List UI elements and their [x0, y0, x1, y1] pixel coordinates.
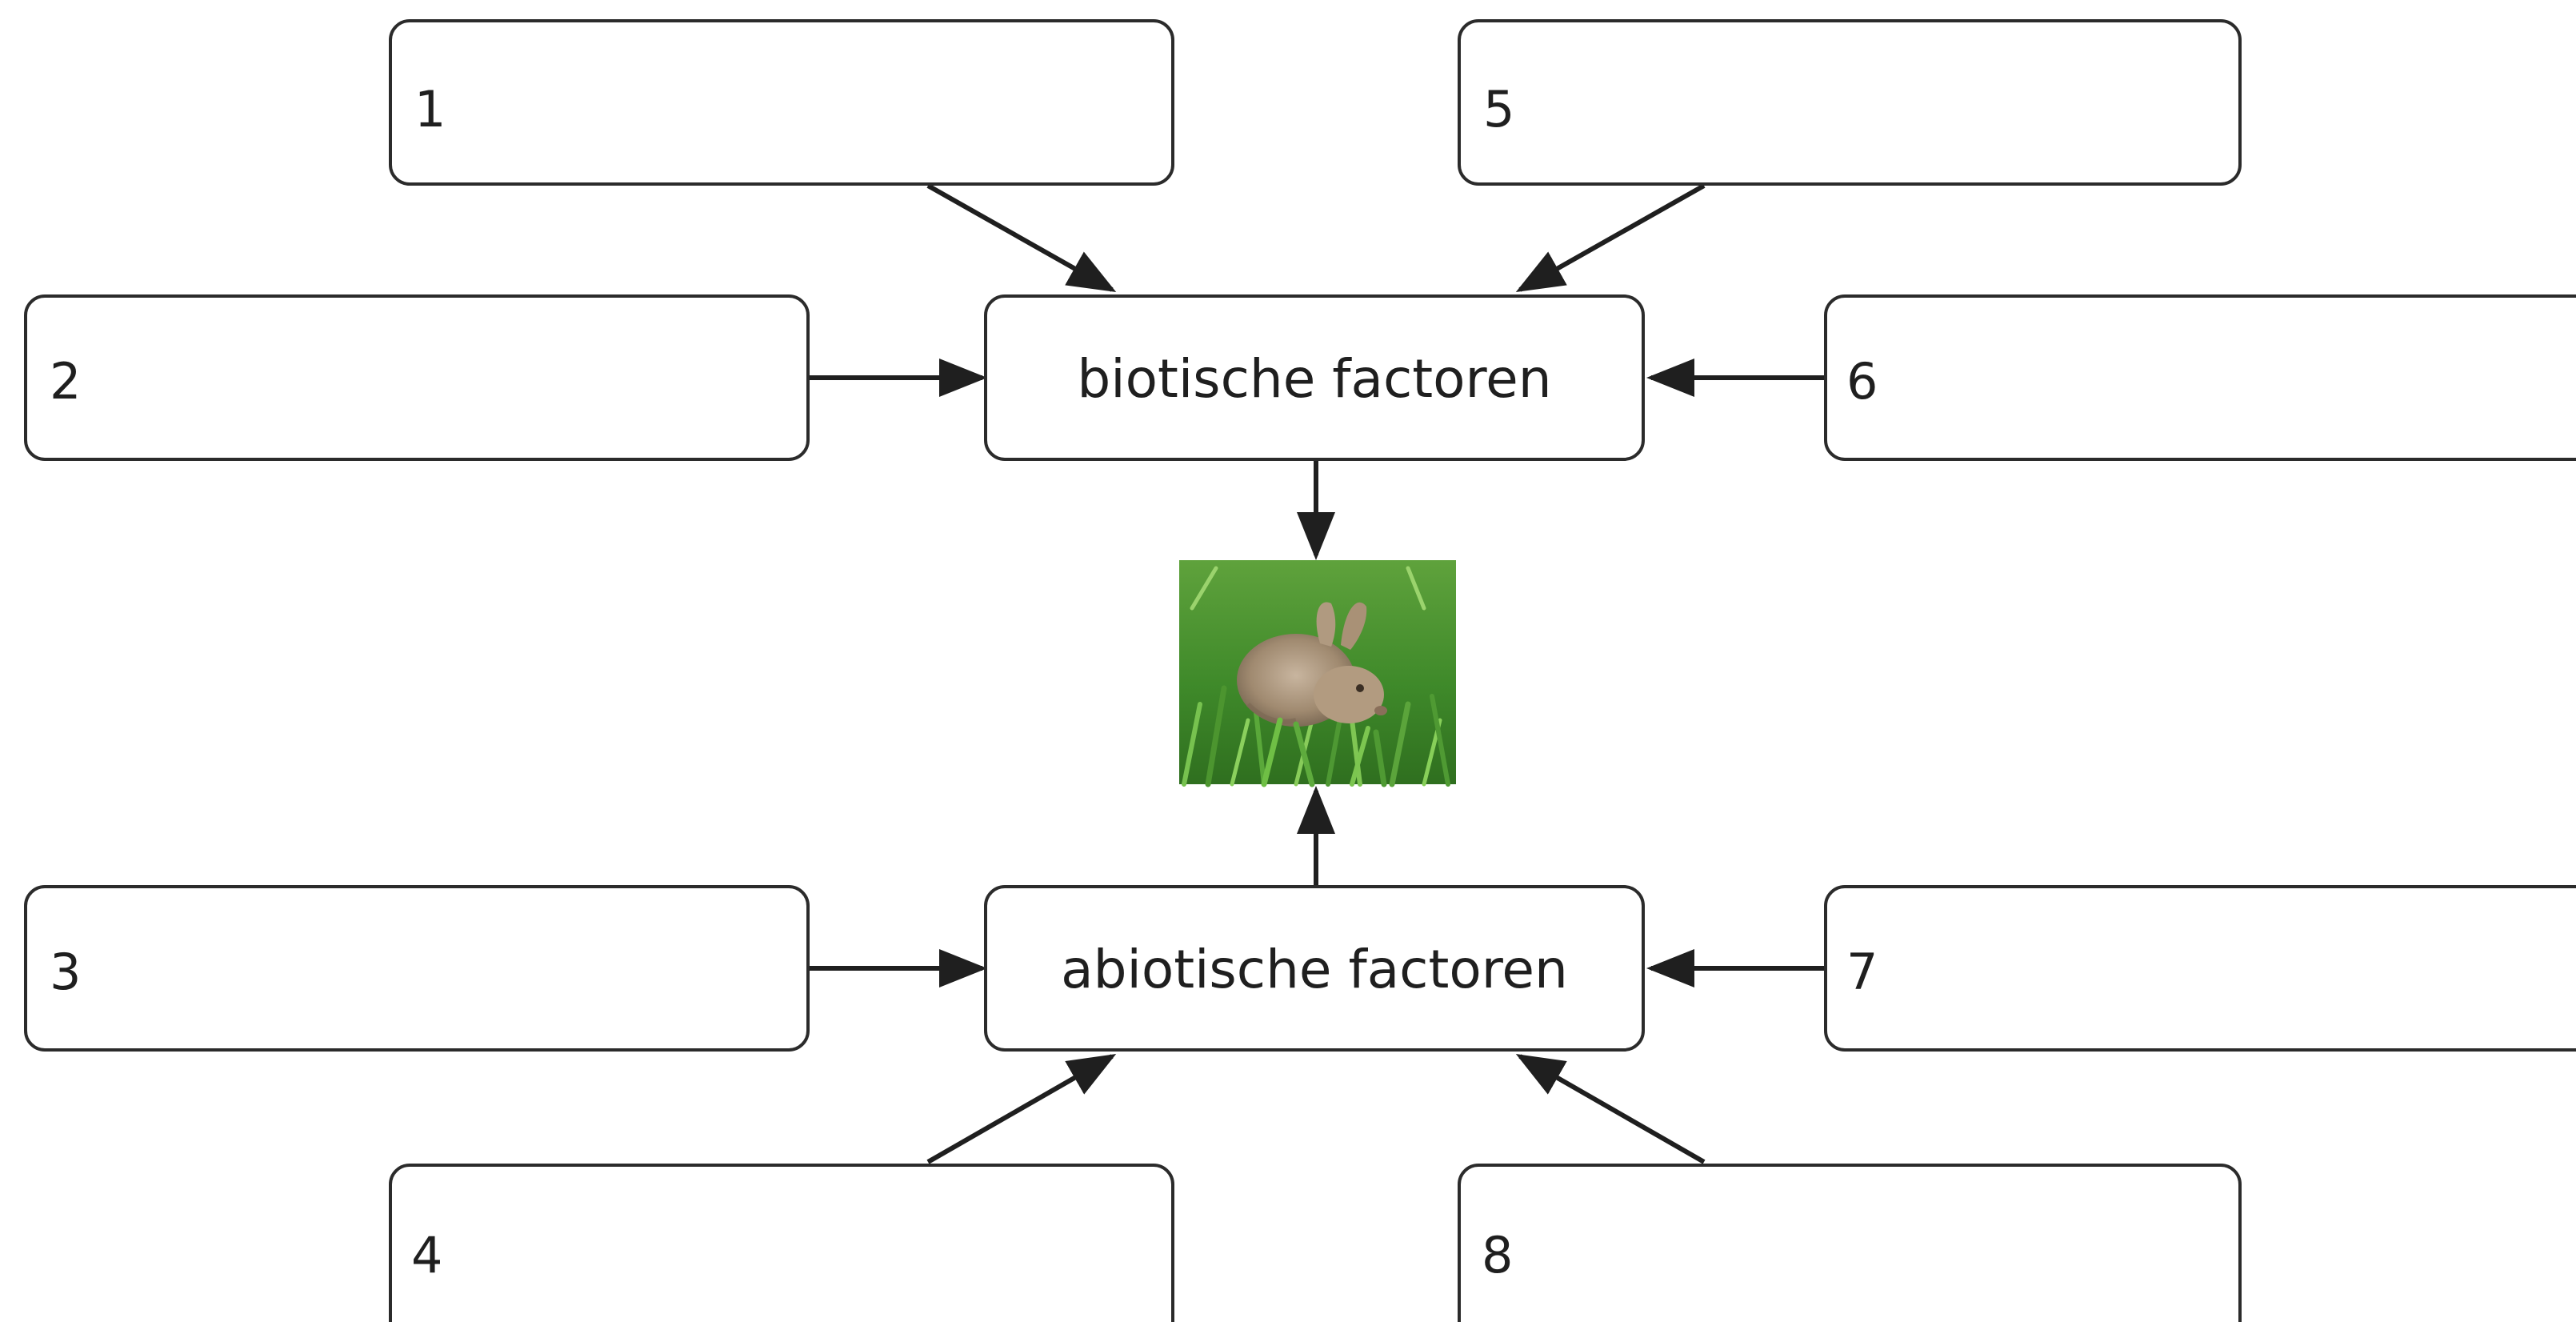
factor-box-8: 8	[1458, 1164, 2242, 1322]
grass-blades	[1182, 566, 1450, 787]
biotic-factors-label: biotische factoren	[1077, 348, 1551, 410]
factor-box-5-label: 5	[1483, 80, 1514, 138]
factor-box-8-label: 8	[1482, 1226, 1513, 1284]
arrow-5-to-biotic	[1515, 183, 1706, 292]
factor-box-6: 6	[1824, 294, 2576, 461]
factor-box-3: 3	[24, 885, 810, 1052]
factor-box-6-label: 6	[1846, 352, 1878, 411]
abiotic-factors-box: abiotische factoren	[984, 885, 1645, 1052]
factor-box-5: 5	[1458, 19, 2242, 186]
rabbit-icon	[1237, 602, 1387, 727]
factor-box-2: 2	[24, 294, 810, 461]
factor-box-7: 7	[1824, 885, 2576, 1052]
arrow-4-to-abiotic	[926, 1054, 1117, 1164]
abiotic-factors-label: abiotische factoren	[1061, 939, 1568, 1000]
factor-box-2-label: 2	[50, 352, 81, 411]
arrows	[808, 183, 1826, 1164]
biotic-factors-box: biotische factoren	[984, 294, 1645, 461]
factor-box-1-label: 1	[414, 80, 446, 138]
arrow-8-to-abiotic	[1515, 1054, 1706, 1164]
factor-box-1: 1	[389, 19, 1174, 186]
arrow-1-to-biotic	[926, 183, 1117, 292]
factor-box-4-label: 4	[411, 1226, 442, 1284]
factor-box-4: 4	[389, 1164, 1174, 1322]
rabbit-photo	[1179, 560, 1456, 787]
grass-foreground	[1261, 717, 1387, 787]
factor-box-3-label: 3	[50, 943, 81, 1001]
factor-box-7-label: 7	[1846, 943, 1878, 1001]
